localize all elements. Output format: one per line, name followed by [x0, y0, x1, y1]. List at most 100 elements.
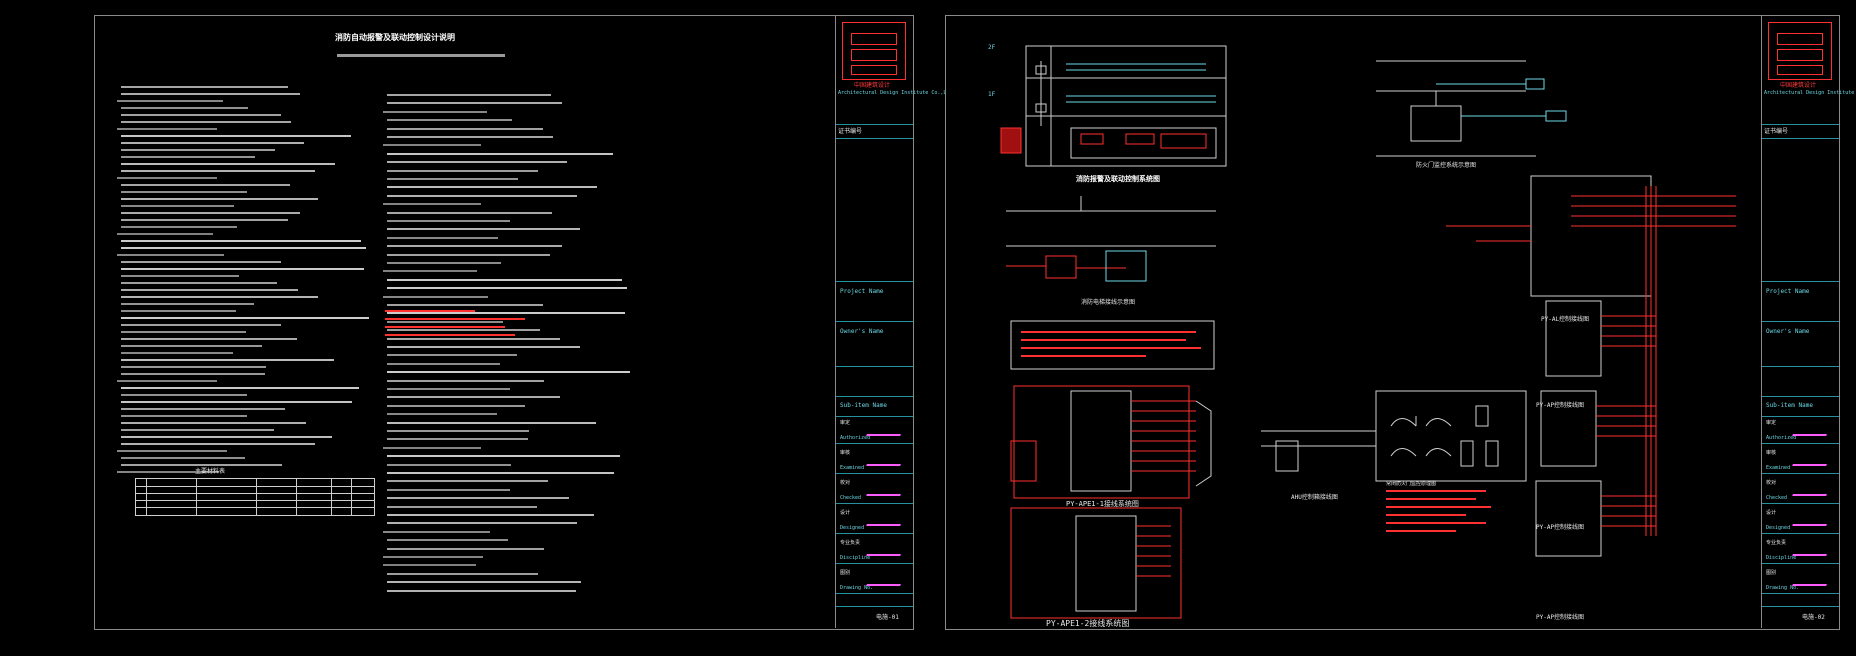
signature-mark [866, 546, 904, 556]
note-text-line [121, 324, 281, 326]
notes-column-right [383, 94, 631, 604]
note-text-line [387, 194, 577, 197]
note-text-line [387, 304, 543, 306]
diagram-title-pv4: PY-AP控制接线图 [1536, 614, 1585, 621]
note-text-line [117, 471, 219, 473]
title-underline [337, 54, 505, 57]
note-text-line [387, 514, 594, 516]
note-text-line [387, 480, 548, 483]
signature-mark [1792, 486, 1830, 496]
floor-label-1f: 1F [988, 91, 996, 98]
diagram-title-elevator: 消防电梯接线示意图 [1081, 299, 1136, 306]
signature-row-label: 审核 [840, 450, 851, 456]
signature-row-label: Designed [1766, 525, 1791, 531]
note-text-line [387, 228, 580, 231]
note-text-line [121, 219, 288, 221]
note-text-line [121, 198, 318, 200]
notes-column-left [117, 86, 372, 476]
note-text-line [387, 94, 551, 96]
signature-row-label: Authorized [1766, 435, 1797, 441]
signature-row-label: 审核 [1766, 450, 1777, 456]
note-text-line [387, 463, 511, 466]
note-text-line [121, 205, 234, 207]
note-text-line [121, 240, 361, 242]
note-text-line [121, 261, 281, 263]
note-text-line [387, 346, 580, 348]
note-text-line [383, 446, 481, 449]
signature-row-label: Checked [1766, 495, 1788, 501]
title-block-right: 中国建筑设计 Architectural Design Institute Co… [1761, 16, 1856, 628]
note-text-line [387, 102, 562, 105]
note-text-line [117, 128, 217, 130]
diagram-title-pv1: PY-AL控制接线图 [1541, 316, 1590, 323]
note-text-line [121, 387, 359, 389]
material-table-title: 主要材料表 [195, 468, 226, 475]
signature-row-label: 审定 [840, 420, 851, 426]
signature-mark [866, 576, 904, 586]
note-text-line [387, 236, 498, 239]
note-text-line [121, 149, 275, 151]
red-note-block [385, 308, 531, 348]
signature-row-label: Drawing No. [1766, 585, 1800, 591]
signature-mark [866, 486, 904, 496]
signature-row-label: Drawing No. [840, 585, 874, 591]
note-text-line [387, 472, 614, 474]
note-text-line [121, 282, 277, 284]
note-text-line [387, 430, 529, 432]
signature-mark [1792, 426, 1830, 436]
note-text-line [387, 262, 501, 264]
signature-row-label: 设计 [840, 510, 851, 516]
note-text-line [121, 247, 366, 249]
note-text-line [387, 488, 510, 491]
signature-row-label: Discipline [1766, 555, 1797, 561]
note-text-line [117, 177, 217, 179]
note-text-line [121, 93, 300, 95]
note-text-line [121, 331, 246, 333]
note-text-line [387, 413, 497, 416]
note-text-line [121, 289, 298, 291]
drawing-number: 电施-02 [1802, 614, 1825, 621]
note-text-line [121, 394, 247, 396]
floor-label-2f: 2F [988, 44, 996, 51]
note-text-line [121, 121, 291, 123]
note-text-line [121, 345, 262, 347]
note-text-line [387, 396, 560, 399]
note-text-line [387, 572, 538, 575]
note-text-line [387, 581, 581, 584]
diagram-title-monitor: 防火门监控系统示意图 [1416, 162, 1477, 169]
note-text-line [387, 421, 596, 424]
note-text-line [387, 136, 553, 138]
company-name-en: Architectural Design Institute Co.,Ltd [838, 90, 953, 96]
note-text-line [387, 497, 569, 500]
note-text-line [121, 156, 255, 158]
note-text-line [117, 233, 213, 235]
note-text-line [121, 268, 364, 270]
note-text-line [121, 310, 236, 312]
note-text-line [121, 135, 351, 137]
diagram-title-ape2: PY-APE1-2接线系统图 [1046, 619, 1130, 628]
note-text-line [121, 373, 265, 375]
project-name-label: Project Name [840, 288, 884, 295]
note-text-line [121, 443, 315, 445]
note-text-line [387, 379, 544, 382]
diagram-title-fire-alarm: 消防报警及联动控制系统图 [1076, 175, 1160, 183]
note-text-line [383, 530, 490, 533]
note-text-line [121, 422, 306, 424]
note-text-line [387, 127, 543, 130]
note-text-line [121, 338, 297, 340]
signature-row-label: 校对 [1766, 480, 1777, 486]
note-text-line [117, 450, 227, 452]
company-name-en: Architectural Design Institute Co.,Ltd [1764, 90, 1856, 96]
note-text-line [387, 371, 630, 374]
note-text-line [387, 362, 500, 365]
owner-name-label: Owner's Name [1766, 328, 1810, 335]
note-text-line [383, 564, 476, 567]
signature-row-label: 图别 [840, 570, 851, 576]
diagram-title-pv3: PY-AP控制接线图 [1536, 524, 1585, 531]
company-name: 中国建筑设计 [1780, 82, 1817, 89]
note-text-line [387, 287, 627, 290]
owner-name-label: Owner's Name [840, 328, 884, 335]
signature-row-label: 设计 [1766, 510, 1777, 516]
signature-row-label: 专业负责 [840, 540, 861, 546]
note-text-line [121, 184, 290, 186]
